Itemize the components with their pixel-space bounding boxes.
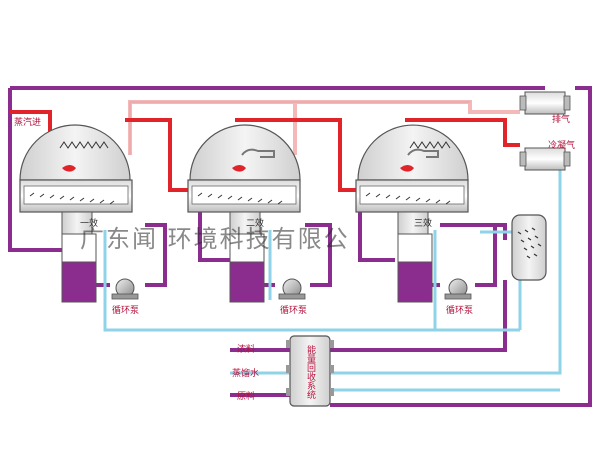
- energy-recovery-label: 能量回收系统: [305, 344, 316, 400]
- stage-2-label: 二效: [246, 217, 264, 229]
- evaporator-stage-3: 三效: [355, 124, 469, 303]
- exhaust-label: 排气: [552, 113, 570, 125]
- pump-2-label: 循环泵: [280, 304, 307, 316]
- steam-pipe-network: [10, 110, 520, 192]
- watermark-text: 广东闻 环境科技有限公: [80, 225, 350, 253]
- evaporator-stage-1: 一效: [19, 124, 133, 303]
- pump-3: [444, 278, 472, 300]
- separator-tank: [511, 214, 547, 281]
- pump-1-label: 循环泵: [112, 304, 139, 316]
- steam-in-label: 蒸汽进: [14, 116, 41, 128]
- pump-2: [278, 278, 306, 300]
- evaporator-stage-2: 二效: [187, 124, 301, 303]
- raw-material-label: 原料: [237, 390, 255, 402]
- energy-recovery-unit: [286, 335, 334, 407]
- pump-1: [111, 278, 139, 300]
- condenser-condensate: [519, 147, 571, 171]
- stage-3-label: 三效: [414, 217, 432, 229]
- distilled-water-label: 蒸馏水: [232, 367, 259, 379]
- pump-3-label: 循环泵: [446, 304, 473, 316]
- condensate-gas-label: 冷凝气: [548, 139, 575, 151]
- distilled-water-network: [103, 158, 562, 392]
- stage-1-label: 一效: [80, 217, 98, 229]
- condenser-exhaust: [519, 91, 571, 115]
- vapor-pipe-network: [128, 100, 520, 155]
- concentrate-label: 浓料: [237, 343, 255, 355]
